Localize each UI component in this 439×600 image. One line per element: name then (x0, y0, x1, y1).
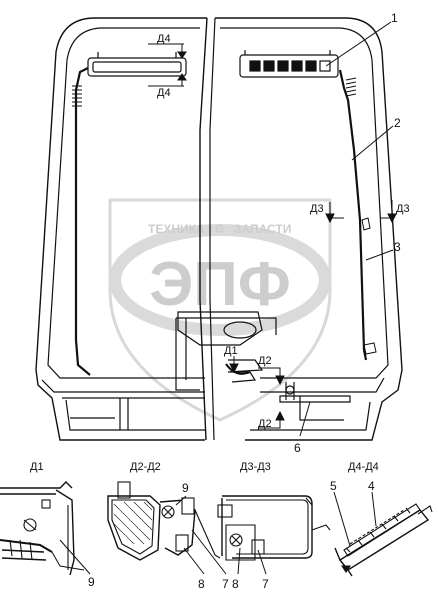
watermark-symbol: ⚙ (214, 222, 225, 236)
callout-3: 3 (394, 240, 401, 254)
detail-d4-callout-5: 5 (330, 479, 337, 493)
section-mark-d3-left: Д3 (310, 203, 324, 215)
detail-d2-callout-9: 9 (182, 481, 189, 495)
detail-d1-drawing (0, 481, 85, 576)
detail-d4-title: Д4-Д4 (348, 461, 379, 473)
detail-d4-leaders (333, 491, 377, 547)
detail-d2-callout-7: 7 (222, 577, 229, 591)
detail-d3-title: Д3-Д3 (240, 461, 271, 473)
section-mark-d4-bottom: Д4 (157, 87, 171, 99)
watermark-top-text: ТЕХНИКА (148, 222, 205, 236)
detail-d3-callout-7: 7 (262, 577, 269, 591)
watermark: ТЕХНИКА ⚙ ЗАПАСТИ ЭПФ (108, 198, 332, 422)
section-mark-d2-bottom: Д2 (258, 418, 272, 430)
detail-d1-leader-9 (59, 539, 91, 575)
watermark-top-text-right: ЗАПАСТИ (234, 222, 291, 236)
section-mark-d1: Д1 (224, 345, 238, 357)
watermark-big-text: ЭПФ (149, 250, 291, 319)
detail-d2-title: Д2-Д2 (130, 461, 161, 473)
section-mark-d4-top: Д4 (157, 33, 171, 45)
callout-1: 1 (391, 11, 398, 25)
detail-d3-callout-8: 8 (232, 577, 239, 591)
detail-d3-leaders (237, 547, 267, 575)
cab-frame-drawing (35, 17, 403, 441)
detail-d4-drawing (334, 503, 433, 577)
callout-leaders (299, 21, 394, 437)
detail-d1-title: Д1 (30, 461, 44, 473)
detail-d2-callout-8: 8 (198, 577, 205, 591)
callout-2: 2 (394, 116, 401, 130)
detail-d1-callout-9: 9 (88, 575, 95, 589)
detail-d2-drawing (107, 481, 221, 561)
detail-d4-callout-4: 4 (368, 479, 375, 493)
section-markers (148, 43, 397, 429)
callout-6: 6 (294, 441, 301, 455)
detail-d3-drawing (217, 495, 331, 561)
detail-d2-leaders (175, 495, 227, 575)
section-mark-d3-right: Д3 (396, 203, 410, 215)
section-mark-d2-top: Д2 (258, 355, 272, 367)
